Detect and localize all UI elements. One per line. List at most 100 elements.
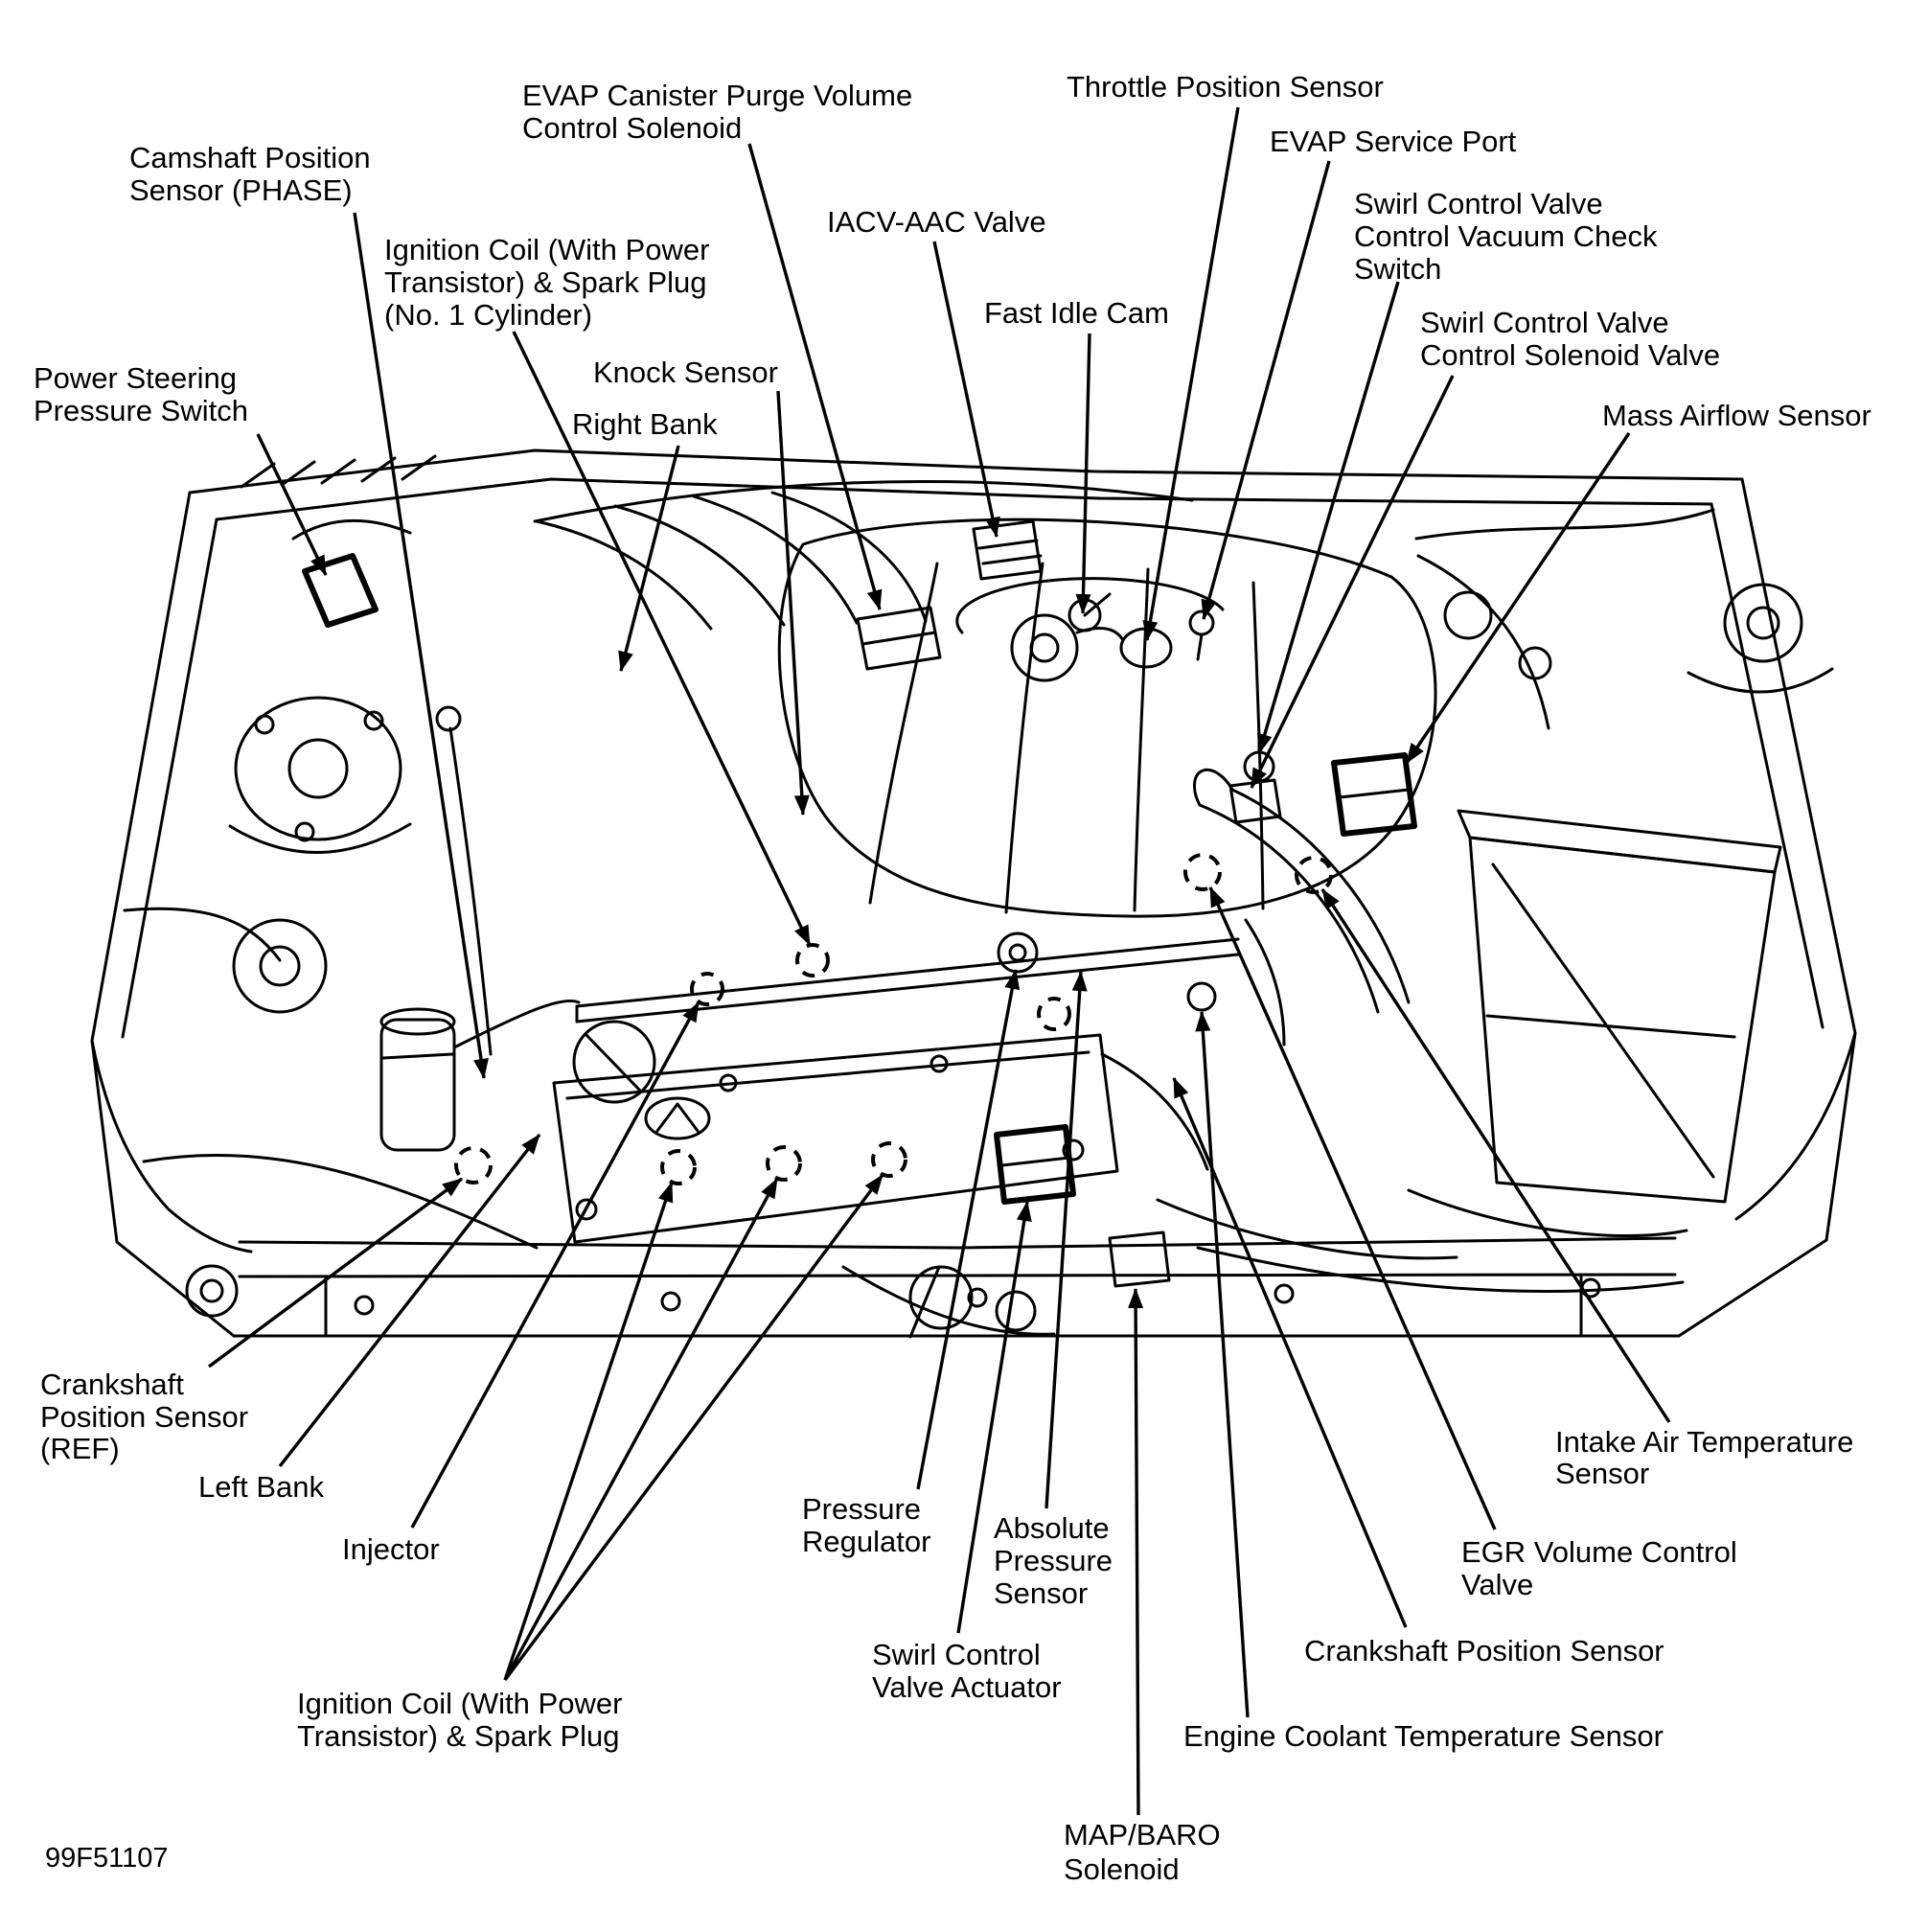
fuel-rail bbox=[575, 932, 1240, 1024]
label-text: Mass Airflow Sensor bbox=[1602, 399, 1871, 432]
label-text: Transistor) & Spark Plug bbox=[297, 1719, 620, 1753]
left-bank-valve-cover bbox=[552, 1020, 1119, 1244]
label-text: Solenoid bbox=[1064, 1852, 1180, 1886]
label-text: EVAP Canister Purge Volume bbox=[522, 79, 912, 112]
label-text: EVAP Service Port bbox=[1270, 125, 1517, 158]
label-text: Pressure Switch bbox=[34, 394, 248, 427]
label-camshaft-position-sensor-phase: Camshaft Position Sensor (PHASE) bbox=[129, 141, 371, 207]
label-text: Switch bbox=[1354, 252, 1441, 286]
label-ignition-coil-no1-cylinder: Ignition Coil (With Power Transistor) & … bbox=[384, 233, 709, 332]
label-text: Pressure bbox=[802, 1492, 921, 1526]
label-swirl-control-valve-control-solenoid-valve: Swirl Control Valve Control Solenoid Val… bbox=[1420, 306, 1720, 372]
marker-ignition-coil-3 bbox=[871, 1141, 907, 1178]
leader-lines bbox=[207, 106, 1671, 1816]
label-text: Crankshaft bbox=[40, 1368, 184, 1401]
label-text: Position Sensor bbox=[40, 1400, 248, 1434]
swirl-actuator-component bbox=[994, 1124, 1076, 1205]
engine-bay-drawing bbox=[90, 448, 1857, 1339]
label-text: Intake Air Temperature bbox=[1555, 1425, 1853, 1459]
label-crankshaft-position-sensor-ref: Crankshaft Position Sensor (REF) bbox=[40, 1368, 248, 1465]
marker-crankshaft-ref bbox=[454, 1146, 493, 1184]
label-text: Camshaft Position bbox=[129, 141, 371, 174]
marker-center bbox=[1037, 997, 1071, 1031]
label-pressure-regulator: Pressure Regulator bbox=[802, 1492, 930, 1558]
throttle-body bbox=[972, 519, 1282, 824]
label-ignition-coil-spark-plug: Ignition Coil (With Power Transistor) & … bbox=[297, 1687, 622, 1753]
leader-evap-service-port bbox=[1201, 160, 1331, 620]
leader-mass-airflow bbox=[1405, 432, 1631, 764]
leader-pressure-regulator bbox=[916, 969, 1021, 1490]
label-fast-idle-cam: Fast Idle Cam bbox=[984, 296, 1169, 330]
leader-swirl-actuator bbox=[956, 1201, 1032, 1634]
label-text: Transistor) & Spark Plug bbox=[384, 265, 707, 299]
label-text: Right Bank bbox=[572, 407, 718, 441]
label-text: Control Solenoid bbox=[522, 111, 742, 145]
label-intake-air-temperature-sensor: Intake Air Temperature Sensor bbox=[1555, 1425, 1853, 1490]
label-text: (No. 1 Cylinder) bbox=[384, 298, 592, 332]
label-injector: Injector bbox=[342, 1532, 440, 1566]
leader-throttle-position bbox=[1142, 106, 1240, 641]
label-crankshaft-position-sensor: Crankshaft Position Sensor bbox=[1304, 1634, 1664, 1668]
purge-solenoid-component bbox=[856, 606, 942, 671]
left-strut-tower bbox=[228, 696, 412, 854]
label-text: Valve Actuator bbox=[872, 1670, 1062, 1704]
label-text: Engine Coolant Temperature Sensor bbox=[1183, 1719, 1664, 1753]
label-text: Pressure bbox=[994, 1544, 1113, 1577]
hood-outline bbox=[90, 448, 1857, 1339]
leader-intake-air-temp bbox=[1320, 888, 1671, 1423]
leader-ignition-coil-c bbox=[503, 1173, 884, 1682]
label-text: Throttle Position Sensor bbox=[1067, 70, 1384, 104]
label-text: Control Solenoid Valve bbox=[1420, 338, 1720, 372]
marker-egr bbox=[1183, 853, 1222, 891]
marker-ignition-coil-1 bbox=[660, 1149, 697, 1185]
leader-camshaft bbox=[353, 212, 489, 1079]
left-accessories bbox=[123, 705, 581, 1318]
label-map-baro-solenoid: MAP/BARO Solenoid bbox=[1064, 1818, 1221, 1886]
component-location-markers bbox=[454, 853, 1333, 1185]
marker-ignition-coil-2 bbox=[766, 1145, 802, 1182]
label-text: Sensor bbox=[994, 1576, 1088, 1610]
label-text: Regulator bbox=[802, 1525, 930, 1558]
label-absolute-pressure-sensor: Absolute Pressure Sensor bbox=[994, 1511, 1113, 1610]
leader-injector bbox=[410, 1001, 700, 1529]
leader-right-bank bbox=[618, 445, 680, 672]
label-swirl-control-valve-control-vacuum-check-switch: Swirl Control Valve Control Vacuum Check… bbox=[1354, 187, 1658, 286]
label-text: Absolute bbox=[994, 1511, 1110, 1545]
label-engine-coolant-temperature-sensor: Engine Coolant Temperature Sensor bbox=[1183, 1719, 1664, 1753]
label-knock-sensor: Knock Sensor bbox=[593, 356, 778, 389]
label-text: IACV-AAC Valve bbox=[827, 205, 1046, 239]
power-steering-switch-component bbox=[291, 518, 412, 628]
label-evap-service-port: EVAP Service Port bbox=[1270, 125, 1517, 158]
leader-iacv-aac bbox=[932, 241, 1000, 538]
leader-knock-sensor bbox=[776, 390, 810, 816]
lower-hoses bbox=[841, 1188, 1688, 1336]
label-text: Knock Sensor bbox=[593, 356, 778, 389]
label-text: Control Vacuum Check bbox=[1354, 219, 1658, 253]
label-text: Injector bbox=[342, 1532, 440, 1566]
label-text: Left Bank bbox=[198, 1470, 324, 1504]
label-text: Valve bbox=[1461, 1568, 1533, 1601]
bell-housing-lines bbox=[1100, 918, 1286, 1171]
spark-plug-wires bbox=[533, 479, 1194, 631]
label-text: (REF) bbox=[40, 1432, 120, 1465]
label-text: Power Steering bbox=[34, 361, 237, 395]
intake-manifold bbox=[777, 518, 1437, 918]
map-baro-component bbox=[1108, 1230, 1171, 1288]
mass-airflow-sensor-box bbox=[1331, 752, 1417, 837]
figure-code: 99F51107 bbox=[45, 1843, 168, 1874]
label-swirl-control-valve-actuator: Swirl Control Valve Actuator bbox=[872, 1638, 1062, 1704]
leader-ignition-coil-b bbox=[503, 1178, 779, 1681]
label-text: Ignition Coil (With Power bbox=[384, 233, 709, 266]
label-throttle-position-sensor: Throttle Position Sensor bbox=[1067, 70, 1384, 104]
leader-ignition-coil-a bbox=[503, 1182, 674, 1681]
leader-coolant-temp bbox=[1195, 1011, 1250, 1718]
leader-crankshaft-ref bbox=[207, 1177, 464, 1368]
right-strut-tower bbox=[1687, 583, 1834, 694]
label-text: Crankshaft Position Sensor bbox=[1304, 1634, 1664, 1668]
leader-absolute-pressure bbox=[1044, 971, 1088, 1509]
leader-swirl-check-switch bbox=[1256, 281, 1400, 754]
leader-map-baro bbox=[1128, 1288, 1144, 1816]
leader-evap-canister bbox=[747, 143, 883, 610]
